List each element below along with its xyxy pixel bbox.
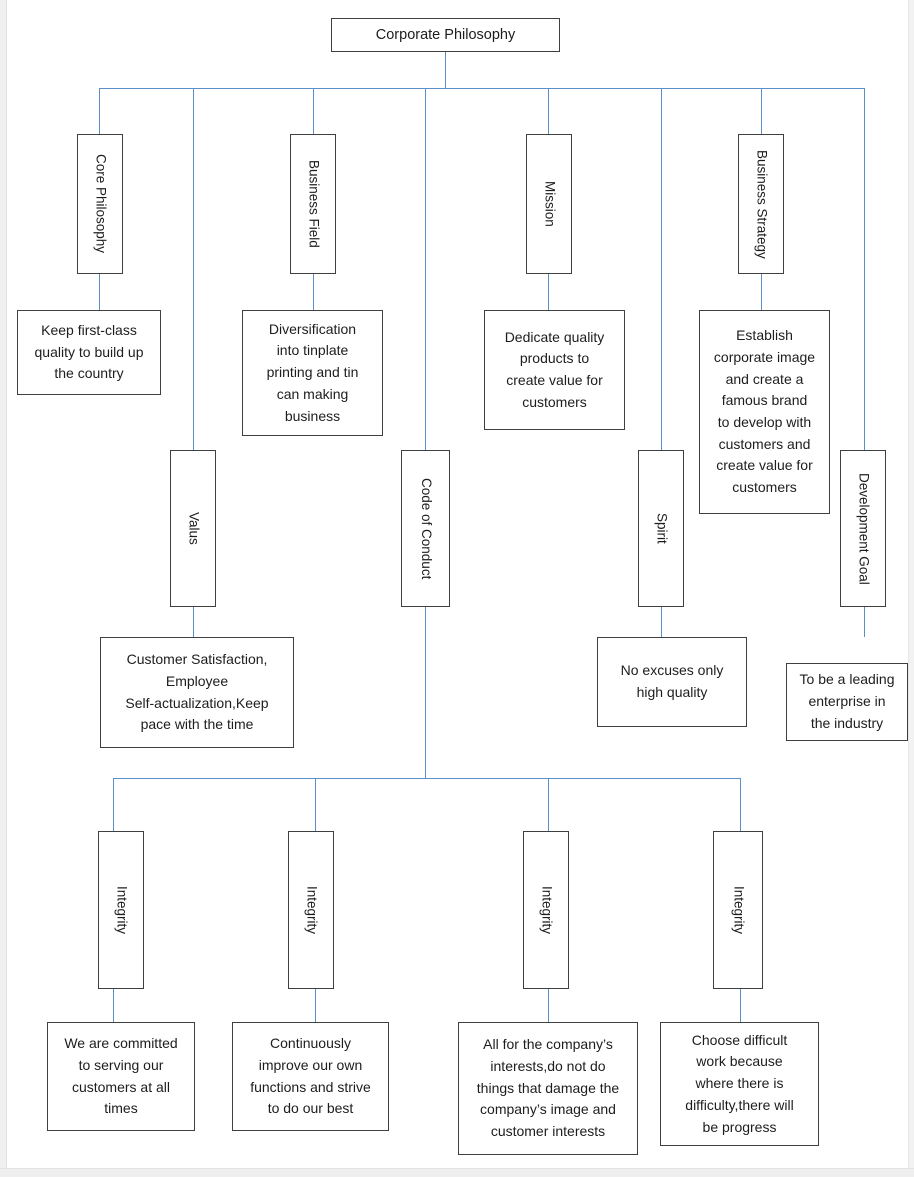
connector-top-bus (99, 88, 865, 89)
node-business-strategy[interactable]: Business Strategy (738, 134, 784, 274)
connector-bus-to-development-goal (864, 88, 865, 450)
node-corporate-philosophy[interactable]: Corporate Philosophy (331, 18, 560, 52)
node-integrity-4-detail[interactable]: Choose difficult work because where ther… (660, 1022, 819, 1146)
node-integrity-4[interactable]: Integrity (713, 831, 763, 989)
node-development-goal-detail[interactable]: To be a leading enterprise in the indust… (786, 663, 908, 741)
node-label: Spirit (654, 513, 670, 544)
node-label: Mission (542, 181, 558, 227)
connector-bottom-bus-to-integrity-4 (740, 778, 741, 831)
node-mission[interactable]: Mission (526, 134, 572, 274)
node-label: Integrity (539, 885, 555, 935)
connector-integrity-2-to-detail (315, 989, 316, 1022)
node-text: Dedicate quality products to create valu… (504, 328, 605, 410)
node-spirit[interactable]: Spirit (638, 450, 684, 607)
node-label: Valus (186, 512, 202, 545)
connector-bottom-bus-to-integrity-2 (315, 778, 316, 831)
node-text: Establish corporate image and create a f… (713, 327, 816, 496)
connector-bottom-bus-to-integrity-3 (548, 778, 549, 831)
node-text: Continuously improve our own functions a… (250, 1035, 371, 1117)
page-gutter-left (0, 0, 7, 1177)
node-integrity-1-detail[interactable]: We are committed to serving our customer… (47, 1022, 195, 1131)
connector-bus-to-mission (548, 88, 549, 134)
node-mission-detail[interactable]: Dedicate quality products to create valu… (484, 310, 625, 430)
connector-integrity-4-to-detail (740, 989, 741, 1022)
node-label: Integrity (114, 885, 130, 935)
node-label: Corporate Philosophy (375, 26, 516, 43)
connector-valus-to-detail (193, 607, 194, 637)
node-integrity-1[interactable]: Integrity (98, 831, 144, 989)
node-valus[interactable]: Valus (170, 450, 216, 607)
node-integrity-3[interactable]: Integrity (523, 831, 569, 989)
node-spirit-detail[interactable]: No excuses only high quality (597, 637, 747, 727)
node-valus-detail[interactable]: Customer Satisfaction, Employee Self-act… (100, 637, 294, 748)
connector-code-of-conduct-down (425, 607, 426, 778)
connector-mission-to-detail (548, 274, 549, 310)
node-label: Code of Conduct (418, 477, 434, 580)
connector-business-strategy-to-detail (761, 274, 762, 310)
node-label: Business Strategy (754, 149, 770, 259)
connector-integrity-3-to-detail (548, 989, 549, 1022)
node-core-philosophy[interactable]: Core Philosophy (77, 134, 123, 274)
node-text: No excuses only high quality (620, 662, 724, 700)
connector-core-philosophy-to-detail (99, 274, 100, 310)
node-text: Choose difficult work because where ther… (685, 1031, 794, 1135)
node-text: All for the company’s interests,do not d… (476, 1036, 620, 1140)
node-business-field[interactable]: Business Field (290, 134, 336, 274)
node-text: Keep first-class quality to build up the… (34, 321, 144, 382)
connector-bus-to-valus (193, 88, 194, 450)
node-label: Development Goal (856, 472, 872, 585)
node-development-goal[interactable]: Development Goal (840, 450, 886, 607)
node-label: Business Field (306, 160, 322, 248)
page-gutter-bottom (0, 1168, 914, 1177)
node-text: We are committed to serving our customer… (64, 1035, 178, 1117)
connector-bus-to-spirit (661, 88, 662, 450)
node-label: Integrity (731, 885, 747, 935)
node-label: Integrity (304, 885, 320, 935)
node-integrity-2-detail[interactable]: Continuously improve our own functions a… (232, 1022, 389, 1131)
node-text: Customer Satisfaction, Employee Self-act… (125, 651, 269, 733)
node-text: To be a leading enterprise in the indust… (799, 671, 895, 731)
node-integrity-3-detail[interactable]: All for the company’s interests,do not d… (458, 1022, 638, 1155)
connector-integrity-1-to-detail (113, 989, 114, 1022)
connector-bottom-bus (113, 778, 740, 779)
node-label: Core Philosophy (93, 154, 109, 254)
node-text: Diversification into tinplate printing a… (266, 320, 359, 424)
node-core-philosophy-detail[interactable]: Keep first-class quality to build up the… (17, 310, 161, 395)
page-gutter-right (908, 0, 914, 1177)
connector-bus-to-business-field (313, 88, 314, 134)
connector-business-field-to-detail (313, 274, 314, 310)
connector-bus-to-business-strategy (761, 88, 762, 134)
connector-bus-to-core-philosophy (99, 88, 100, 134)
node-business-strategy-detail[interactable]: Establish corporate image and create a f… (699, 310, 830, 514)
connector-bus-to-code-of-conduct (425, 88, 426, 450)
connector-spirit-to-detail (661, 607, 662, 637)
node-integrity-2[interactable]: Integrity (288, 831, 334, 989)
node-code-of-conduct[interactable]: Code of Conduct (401, 450, 450, 607)
node-business-field-detail[interactable]: Diversification into tinplate printing a… (242, 310, 383, 436)
connector-root-down (445, 52, 446, 88)
connector-development-goal-to-detail (864, 607, 865, 637)
connector-bottom-bus-to-integrity-1 (113, 778, 114, 831)
